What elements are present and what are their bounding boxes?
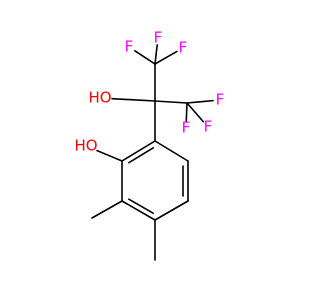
bond-cf2-f4-half-a bbox=[186, 101, 201, 104]
bond-cf2-f4-half-b bbox=[199, 99, 214, 103]
bond-cq-cf2 bbox=[154, 100, 188, 104]
bond-cf1-f2-half-a bbox=[154, 53, 157, 65]
bond-cf1-f2-half-b bbox=[155, 44, 158, 56]
atom-label-f2: F bbox=[154, 29, 163, 47]
bond-cf1-f3-half-b bbox=[165, 50, 178, 59]
bond-cf2-f5-half-a bbox=[186, 102, 196, 114]
atom-label-f3: F bbox=[179, 39, 188, 57]
atom-label-oh2: HO bbox=[74, 137, 97, 155]
atom-label-f4: F bbox=[216, 91, 225, 109]
bond-r4-r5 bbox=[154, 200, 189, 221]
bond-r3-r4-double-inner bbox=[128, 198, 154, 214]
atom-label-oh1: HO bbox=[88, 89, 111, 107]
bond-r3-me1 bbox=[91, 200, 123, 219]
atom-label-f1: F bbox=[125, 38, 134, 56]
bond-cf1-f1-half-a bbox=[144, 56, 156, 65]
bond-cq-oh1-half-a bbox=[132, 99, 156, 102]
bond-cq-oh1-half-b bbox=[111, 97, 135, 101]
bond-r6-r1 bbox=[154, 140, 189, 162]
bonds-layer bbox=[91, 44, 214, 261]
atom-label-f6: F bbox=[182, 119, 191, 137]
bond-r1-r2-double-inner bbox=[128, 147, 155, 164]
bond-cf1-f3-half-a bbox=[154, 56, 167, 65]
bond-r2-oh2-half-b bbox=[96, 149, 111, 157]
bond-r3-r4 bbox=[121, 200, 156, 221]
bond-r1-r2 bbox=[121, 140, 156, 162]
bond-r2-oh2-half-a bbox=[108, 155, 123, 162]
bond-cf1-f1-half-b bbox=[134, 50, 146, 59]
atom-label-f5: F bbox=[204, 118, 213, 136]
bond-cf2-f5-half-b bbox=[194, 111, 205, 123]
